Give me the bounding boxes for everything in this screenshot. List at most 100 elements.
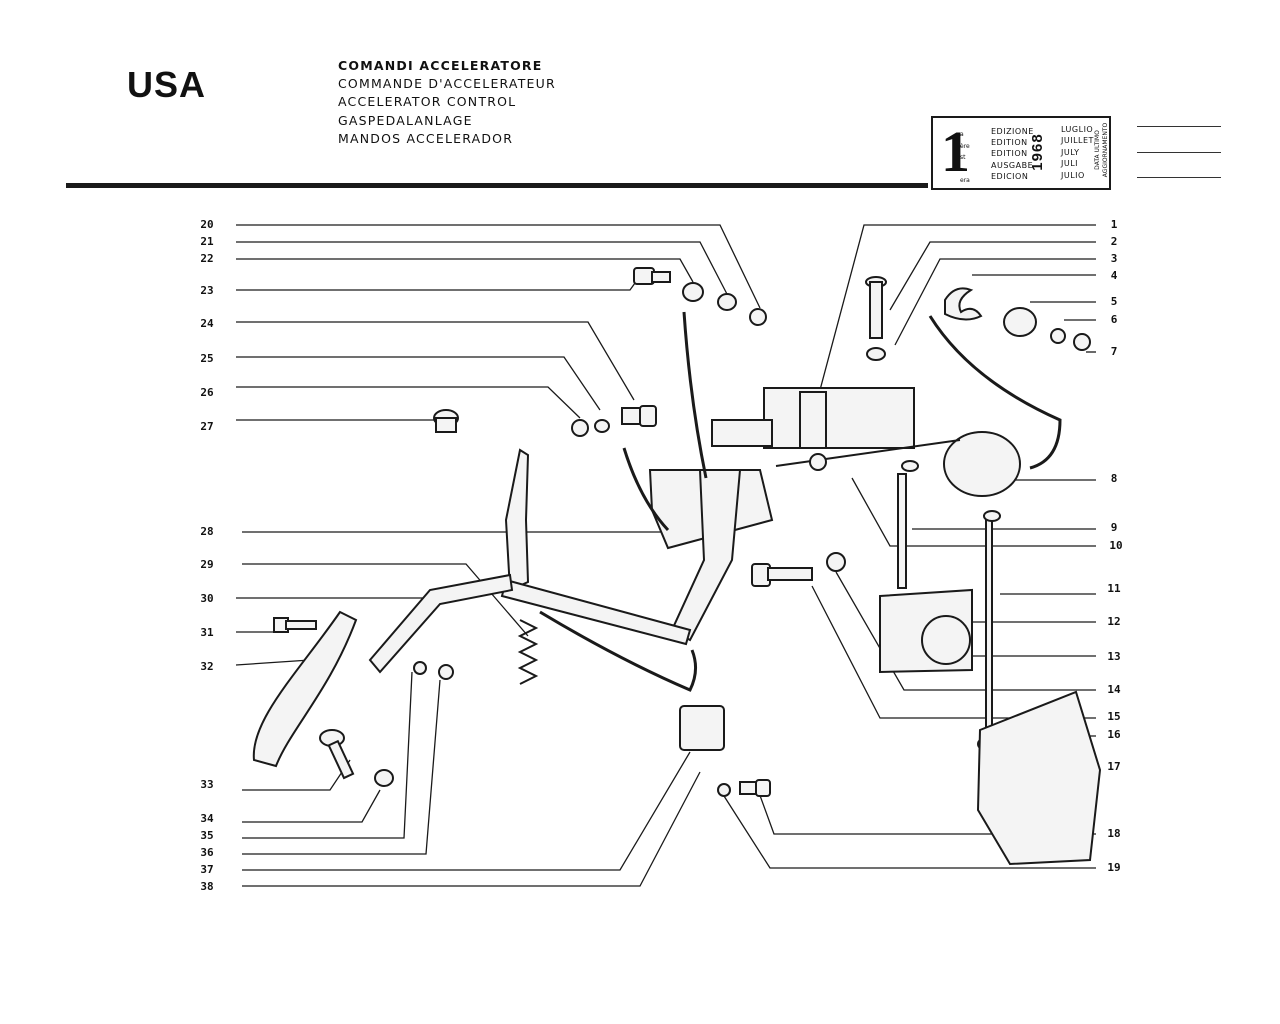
nut: [1073, 333, 1091, 351]
bracket-bolt: [739, 779, 771, 797]
arrow: [928, 315, 1062, 470]
callout-31: 31: [200, 626, 214, 639]
callout-28: 28: [200, 525, 214, 538]
callout-32: 32: [200, 660, 214, 673]
callout-29: 29: [200, 558, 214, 571]
title-spanish: MANDOS ACCELERADOR: [338, 130, 514, 146]
callout-7: 7: [1110, 345, 1118, 358]
leader-34: [242, 789, 381, 823]
title-italian: COMANDI ACCELERATORE: [338, 58, 543, 73]
callout-4: 4: [1110, 269, 1118, 282]
callout-20: 20: [200, 218, 214, 231]
cross-shaft: [500, 578, 692, 646]
callout-23: 23: [200, 284, 214, 297]
parts: [252, 267, 1102, 866]
flanged-bolt: [633, 267, 671, 285]
callout-38: 38: [200, 880, 214, 893]
edition-month: JUILLET: [1061, 136, 1094, 146]
callout-15: 15: [1107, 710, 1121, 723]
washer: [717, 783, 731, 797]
edition-month: JULY: [1061, 147, 1080, 157]
edition-month: JULIO: [1061, 170, 1085, 180]
bolt: [865, 276, 887, 339]
leader-32: [235, 659, 311, 666]
edition-month: JULI: [1061, 159, 1079, 169]
stop-screw: [319, 729, 355, 780]
spacer-washer: [682, 282, 704, 302]
edition-word: EDIZIONE: [991, 127, 1034, 136]
nut: [866, 347, 886, 361]
clamp: [799, 391, 827, 449]
callout-33: 33: [200, 778, 214, 791]
edition-suffix: st: [960, 154, 966, 161]
nut: [571, 419, 589, 437]
leader-19: [723, 795, 1096, 869]
support-bracket: [679, 705, 725, 751]
pivot-bolt: [621, 405, 657, 427]
update-entry-line: [1137, 152, 1221, 153]
torsion-spring: [944, 287, 983, 321]
nut: [438, 664, 454, 680]
pedal-pivot-bolt: [273, 617, 317, 633]
market-label: USA: [127, 64, 207, 105]
cable-clamp: [809, 453, 827, 471]
pedal-arm: [504, 448, 530, 592]
washer: [413, 661, 427, 675]
callout-2: 2: [1110, 235, 1118, 248]
leader-24: [236, 321, 635, 401]
title-french: COMMANDE D'ACCELERATEUR: [338, 76, 556, 92]
callout-12: 12: [1107, 615, 1121, 628]
callout-22: 22: [200, 252, 214, 265]
callout-10: 10: [1109, 539, 1123, 552]
edition-suffix: era: [960, 177, 970, 184]
return-spring: [517, 619, 539, 685]
callout-19: 19: [1107, 861, 1121, 874]
leader-36: [242, 679, 441, 855]
leader-20: [236, 224, 761, 309]
linkage-housing: [763, 387, 915, 449]
update-entry-line: [1137, 126, 1221, 127]
edition-words: EDIZIONE EDITION EDITION AUSGABE EDICION: [991, 126, 1034, 182]
leader-23: [236, 275, 641, 291]
edition-number: 1: [941, 119, 970, 184]
leader-37: [242, 751, 691, 871]
leader-lines: [235, 224, 1096, 887]
rubber-bumper: [433, 409, 459, 433]
leader-29: [242, 563, 529, 637]
edition-word: AUSGABE: [991, 160, 1034, 170]
callout-3: 3: [1110, 252, 1118, 265]
update-entry-line: [1137, 177, 1221, 178]
rod-nut: [901, 460, 919, 472]
edition-word: EDITION: [991, 138, 1028, 148]
edition-stamp: 1 a ère st . era EDIZIONE EDITION EDITIO…: [931, 116, 1111, 190]
leader-18: [757, 789, 1096, 835]
callout-14: 14: [1107, 683, 1121, 696]
edition-suffix: .: [960, 165, 962, 173]
tab-washer: [1050, 328, 1066, 344]
link-nut: [826, 552, 846, 572]
leader-35: [242, 671, 413, 839]
leader-26: [236, 386, 581, 419]
assembly-arrows: [539, 311, 1062, 692]
callout-1: 1: [1110, 218, 1118, 231]
edition-word: EDICION: [991, 171, 1029, 181]
callout-35: 35: [200, 829, 214, 842]
leader-21: [236, 241, 729, 297]
leader-38: [242, 771, 701, 887]
leader-2: [889, 241, 1096, 311]
spring-washer: [594, 419, 610, 433]
lock-nut: [749, 308, 767, 326]
leader-1: [819, 224, 1096, 391]
spring-cap: [1003, 307, 1037, 337]
housing-stub: [711, 419, 773, 447]
leader-33: [242, 759, 351, 791]
callout-5: 5: [1110, 295, 1118, 308]
title-english: ACCELERATOR CONTROL: [338, 94, 517, 110]
accelerator-pedal: [252, 610, 358, 768]
leader-14: [835, 571, 1096, 691]
callout-36: 36: [200, 846, 214, 859]
callout-34: 34: [200, 812, 214, 825]
title-block: COMANDI ACCELERATORE COMMANDE D'ACCELERA…: [338, 57, 556, 148]
callout-27: 27: [200, 420, 214, 433]
